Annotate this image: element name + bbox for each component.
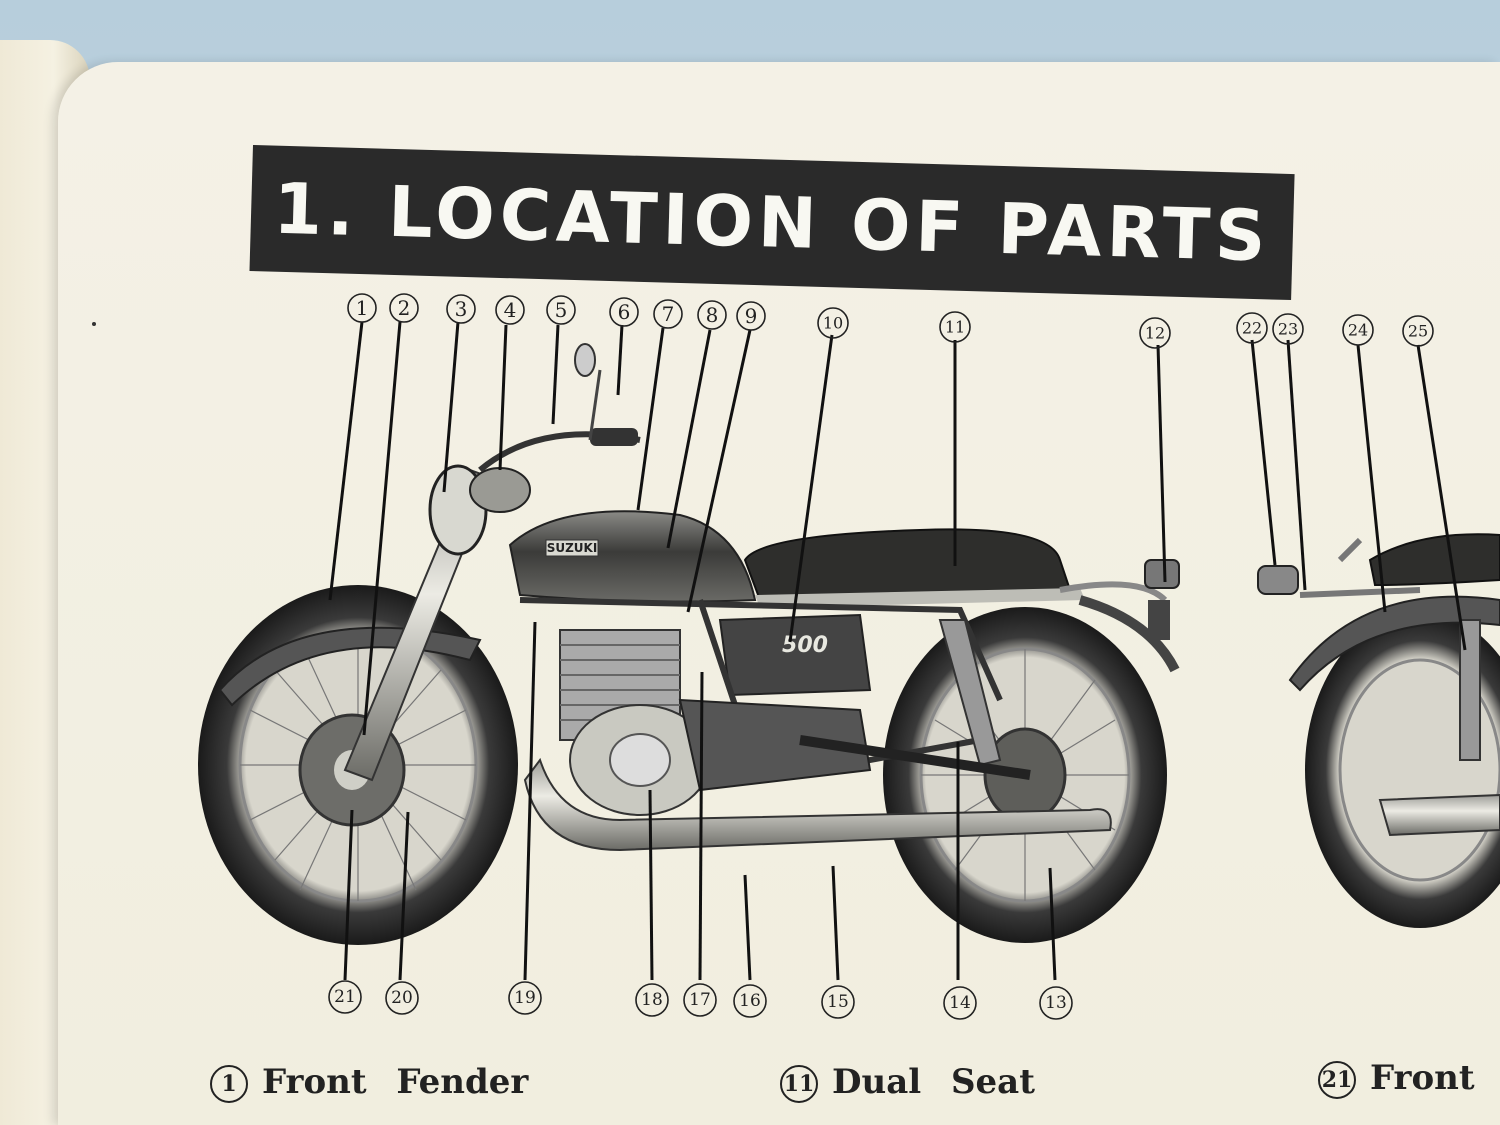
legend-number: 11: [780, 1065, 818, 1103]
legend-item-1: 1 Front Fender: [210, 1062, 528, 1103]
svg-text:21: 21: [334, 987, 356, 1007]
callout-6: 6: [609, 297, 639, 327]
svg-text:20: 20: [391, 988, 413, 1008]
callout-1: 1: [347, 293, 377, 323]
leader-lines: [328, 321, 1467, 981]
callout-2: 2: [389, 293, 419, 323]
callout-10: 10: [817, 307, 849, 339]
svg-text:23: 23: [1278, 320, 1298, 339]
callout-17: 17: [683, 983, 717, 1017]
svg-text:16: 16: [739, 991, 761, 1011]
callout-7: 7: [653, 299, 683, 329]
legend-label: Front Fender: [262, 1062, 529, 1102]
svg-text:25: 25: [1408, 322, 1428, 341]
callout-24: 24: [1342, 314, 1374, 346]
svg-text:17: 17: [689, 990, 711, 1010]
svg-text:4: 4: [504, 298, 517, 322]
second-motorcycle-partial: [1257, 533, 1500, 928]
svg-text:6: 6: [618, 300, 631, 324]
svg-text:10: 10: [823, 314, 843, 333]
callout-20: 20: [385, 981, 419, 1015]
callout-4: 4: [495, 295, 525, 325]
svg-text:12: 12: [1145, 324, 1165, 343]
bottom-callouts: 21 20 19 18 17 16 15 14 13: [328, 980, 1073, 1020]
page-speck: [92, 322, 96, 326]
svg-text:7: 7: [662, 302, 675, 326]
brand-badge: SUZUKI: [547, 541, 598, 555]
top-callouts: 1 2 3 4 5 6 7 8 9 10 11 12 22 23 24 25: [347, 293, 1434, 349]
svg-text:1: 1: [356, 296, 369, 320]
callout-22: 22: [1236, 312, 1268, 344]
svg-text:24: 24: [1348, 321, 1368, 340]
callout-9: 9: [736, 301, 766, 331]
motorcycle-illustration: SUZUKI 500: [198, 343, 1500, 945]
legend-number: 1: [210, 1065, 248, 1103]
callout-21: 21: [328, 980, 362, 1014]
callout-8: 8: [697, 300, 727, 330]
callout-18: 18: [635, 983, 669, 1017]
callout-5: 5: [546, 295, 576, 325]
callout-15: 15: [821, 985, 855, 1019]
svg-text:3: 3: [455, 297, 468, 321]
callout-25: 25: [1402, 315, 1434, 347]
callout-12: 12: [1139, 317, 1171, 349]
callout-13: 13: [1039, 986, 1073, 1020]
callout-19: 19: [508, 981, 542, 1015]
svg-text:5: 5: [555, 298, 568, 322]
legend-number: 21: [1318, 1061, 1356, 1099]
svg-text:9: 9: [745, 304, 758, 328]
callout-11: 11: [939, 311, 971, 343]
svg-text:11: 11: [945, 318, 965, 337]
svg-text:18: 18: [641, 990, 663, 1010]
svg-text:13: 13: [1045, 993, 1067, 1013]
callout-14: 14: [943, 986, 977, 1020]
svg-text:2: 2: [398, 296, 411, 320]
svg-text:19: 19: [514, 988, 536, 1008]
legend-item-21: 21 Front F: [1318, 1058, 1500, 1099]
svg-text:22: 22: [1242, 319, 1262, 338]
svg-text:15: 15: [827, 992, 849, 1012]
callout-3: 3: [446, 294, 476, 324]
callout-23: 23: [1272, 313, 1304, 345]
callout-16: 16: [733, 984, 767, 1018]
svg-text:14: 14: [949, 993, 971, 1013]
legend-label: Front F: [1370, 1058, 1500, 1098]
legend-label: Dual Seat: [832, 1062, 1035, 1102]
svg-text:8: 8: [706, 303, 719, 327]
side-cover-badge: 500: [782, 633, 828, 658]
legend-item-11: 11 Dual Seat: [780, 1062, 1035, 1103]
